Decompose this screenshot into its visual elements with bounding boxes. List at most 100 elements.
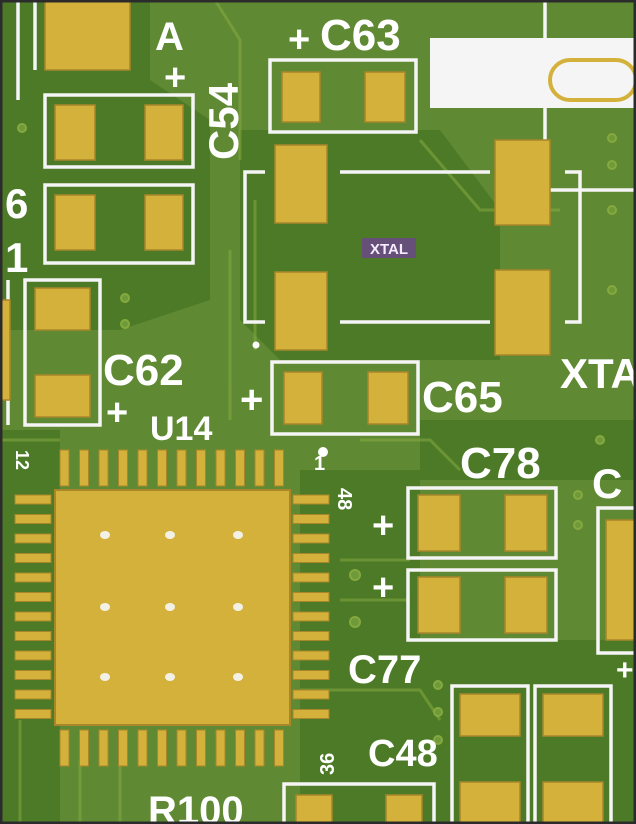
qfn-pin bbox=[292, 553, 330, 563]
qfn-pin bbox=[254, 449, 265, 487]
pads-top-left bbox=[44, 0, 184, 251]
c63-pads bbox=[281, 71, 406, 123]
thermal-via bbox=[100, 531, 110, 539]
qfn-pin bbox=[274, 729, 284, 767]
qfn-pin bbox=[14, 533, 52, 544]
qfn-pin bbox=[137, 729, 148, 767]
label-c65: C65 bbox=[422, 373, 503, 422]
plus-c77: + bbox=[372, 567, 394, 609]
qfn-pin bbox=[79, 729, 89, 767]
qfn-pin bbox=[118, 449, 128, 487]
plus-c63: + bbox=[288, 19, 310, 61]
plus-edge: + bbox=[616, 654, 634, 687]
plus-c62: + bbox=[106, 392, 128, 434]
qfn-pin bbox=[14, 553, 52, 563]
thermal-via bbox=[165, 603, 175, 611]
qfn-pin bbox=[98, 449, 109, 487]
c62-outline bbox=[23, 278, 102, 427]
c62-pads bbox=[0, 287, 91, 418]
right-edge-outline bbox=[596, 506, 636, 655]
qfn-pin bbox=[59, 449, 70, 487]
qfn-pin bbox=[274, 449, 284, 487]
bottom-right-pads bbox=[459, 693, 604, 824]
right-edge-pad bbox=[605, 519, 636, 641]
thermal-via bbox=[100, 603, 110, 611]
c63-outline bbox=[268, 58, 418, 134]
qfn-pin bbox=[196, 449, 206, 487]
r100-outline bbox=[282, 782, 436, 824]
qfn-pin bbox=[235, 449, 245, 487]
u14-thermal-vias bbox=[100, 531, 243, 681]
label-pin-1: 1 bbox=[314, 453, 325, 475]
label-pin-12: 12 bbox=[12, 450, 32, 470]
label-xtal-highlight: XTAL bbox=[370, 241, 408, 258]
qfn-pin bbox=[14, 611, 52, 622]
qfn-pin bbox=[176, 449, 187, 487]
qfn-pin bbox=[292, 631, 330, 641]
c54-outline bbox=[43, 93, 195, 169]
thermal-via bbox=[165, 531, 175, 539]
label-a: A bbox=[155, 15, 184, 59]
qfn-pin bbox=[292, 533, 330, 544]
qfn-pin bbox=[292, 494, 330, 505]
qfn-pin bbox=[79, 449, 89, 487]
qfn-pin bbox=[59, 729, 70, 767]
qfn-pin bbox=[98, 729, 109, 767]
c77-outline bbox=[406, 568, 558, 642]
connector-silk-block bbox=[430, 38, 636, 108]
qfn-pin bbox=[137, 449, 148, 487]
c65-pads bbox=[283, 371, 409, 425]
xtal-pin1-dot bbox=[252, 341, 260, 349]
thermal-via bbox=[165, 673, 175, 681]
qfn-pin bbox=[292, 572, 330, 583]
qfn-pin bbox=[14, 572, 52, 583]
qfn-pin bbox=[292, 650, 330, 661]
qfn-pin bbox=[292, 709, 330, 719]
thermal-via bbox=[100, 673, 110, 681]
plus-c78: + bbox=[372, 505, 394, 547]
label-pin-36: 36 bbox=[317, 753, 339, 775]
qfn-pin bbox=[14, 592, 52, 602]
qfn-pin bbox=[14, 650, 52, 661]
u14-pin1-dot bbox=[318, 447, 328, 457]
qfn-pin bbox=[215, 729, 226, 767]
label-one: 1 bbox=[5, 234, 28, 281]
label-c54: C54 bbox=[200, 82, 247, 160]
qfn-pin bbox=[157, 729, 167, 767]
label-xta-edge: XTA bbox=[560, 350, 636, 397]
plus-c54: + bbox=[164, 57, 186, 99]
qfn-pin bbox=[14, 709, 52, 719]
label-c78: C78 bbox=[460, 439, 541, 488]
thermal-via bbox=[233, 531, 243, 539]
qfn-pin bbox=[14, 670, 52, 680]
qfn-pin bbox=[292, 611, 330, 622]
qfn-pin bbox=[14, 494, 52, 505]
qfn-pin bbox=[14, 631, 52, 641]
c56-outline bbox=[43, 183, 195, 265]
plus-c65: + bbox=[240, 378, 263, 422]
qfn-pin bbox=[292, 514, 330, 524]
r100-pads bbox=[295, 794, 423, 824]
thermal-via bbox=[233, 673, 243, 681]
qfn-pin bbox=[14, 689, 52, 700]
thermal-via bbox=[233, 603, 243, 611]
vias bbox=[17, 123, 617, 745]
qfn-pin bbox=[118, 729, 128, 767]
label-six: 6 bbox=[5, 180, 28, 227]
label-pin-48: 48 bbox=[333, 488, 355, 510]
qfn-pin bbox=[176, 729, 187, 767]
bottom-block-1-outline bbox=[450, 684, 530, 824]
c78-outline bbox=[406, 486, 558, 560]
label-r100: R100 bbox=[148, 789, 244, 824]
u14-qfn-pads bbox=[14, 449, 330, 767]
qfn-pin bbox=[292, 670, 330, 680]
qfn-pin bbox=[14, 514, 52, 524]
qfn-pin bbox=[254, 729, 265, 767]
c65-outline bbox=[270, 360, 420, 436]
qfn-pin bbox=[196, 729, 206, 767]
label-c77: C77 bbox=[348, 648, 421, 692]
qfn-pin bbox=[215, 449, 226, 487]
qfn-pin bbox=[292, 592, 330, 602]
